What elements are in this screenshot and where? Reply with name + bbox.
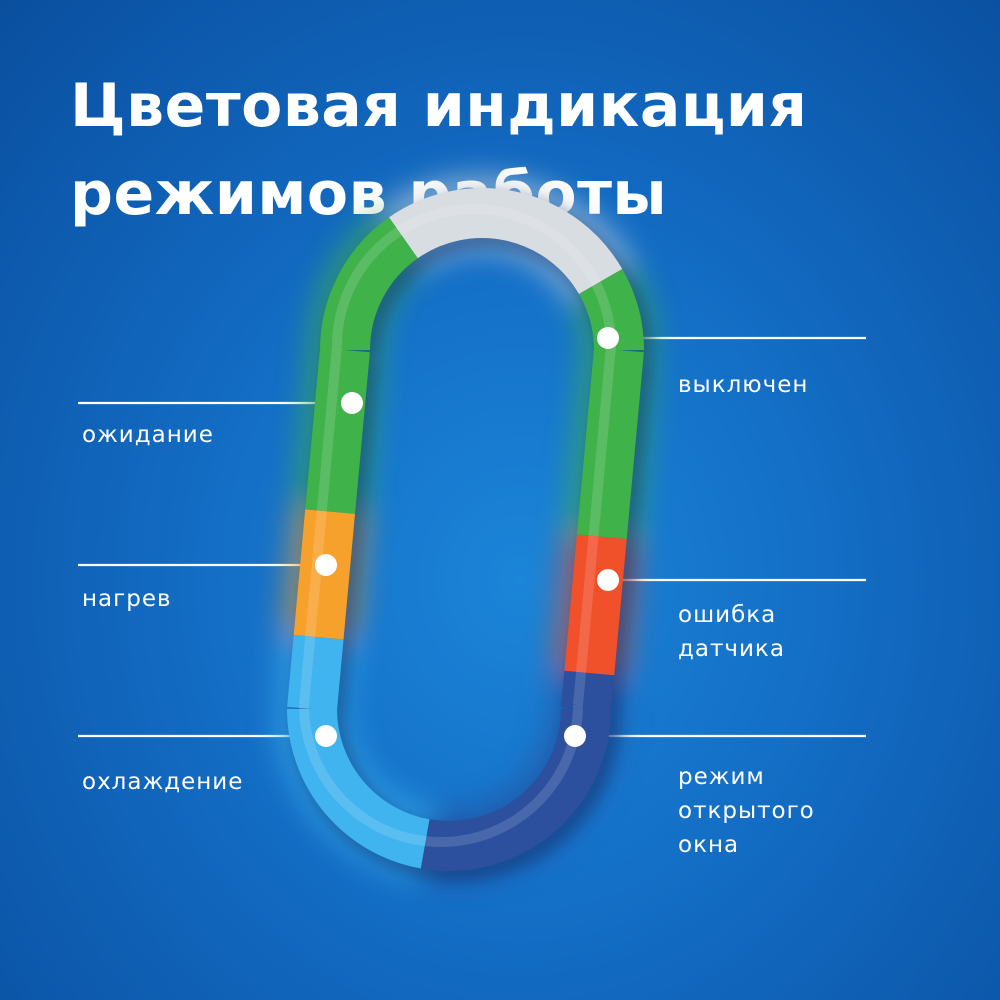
label-heating: нагрев (82, 582, 172, 616)
label-open-window: режим открытого окна (678, 760, 815, 862)
marker-dot-sensor-error (597, 569, 619, 591)
label-open-window-line-2: открытого (678, 794, 815, 828)
label-sensor-error-line-1: ошибка (678, 598, 785, 632)
label-off: выключен (678, 368, 808, 402)
marker-dot-standby (341, 392, 363, 414)
marker-dot-heating (315, 554, 337, 576)
label-sensor-error: ошибка датчика (678, 598, 785, 666)
label-open-window-line-1: режим (678, 760, 815, 794)
marker-dot-off (597, 327, 619, 349)
label-open-window-line-3: окна (678, 828, 815, 862)
mode-indicator-ring (304, 209, 625, 854)
label-cooling: охлаждение (82, 765, 243, 799)
marker-dot-cooling (315, 725, 337, 747)
label-standby: ожидание (82, 418, 214, 452)
label-sensor-error-line-2: датчика (678, 632, 785, 666)
marker-dot-open-window (564, 725, 586, 747)
